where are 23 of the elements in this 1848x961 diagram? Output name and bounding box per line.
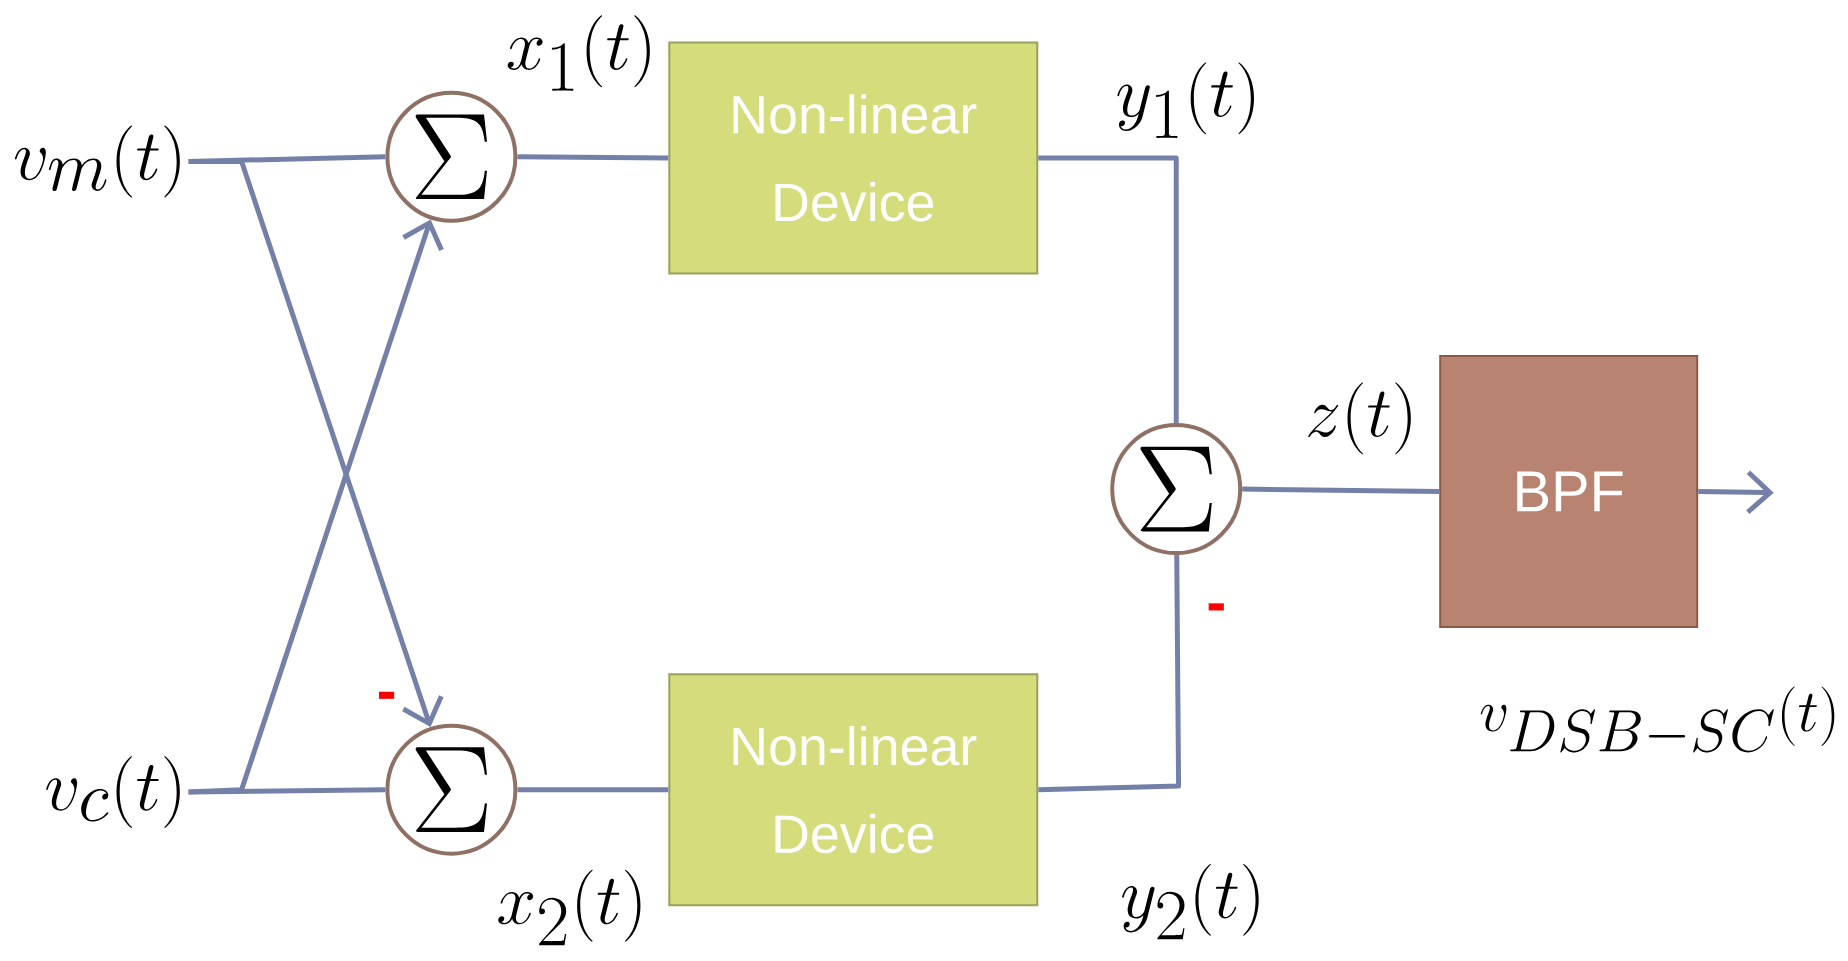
signal-label: $z(t)$ [1308, 382, 1411, 455]
signal-label: $y_2(t)$ [1122, 864, 1259, 940]
signal-label: $y_1(t)$ [1117, 62, 1254, 139]
summing-junction: $\Sigma$ [385, 91, 518, 223]
connector-line [1242, 486, 1440, 495]
summing-junction: $\Sigma$ [1110, 423, 1243, 556]
process-box: Non-linear Device [668, 41, 1039, 275]
arrow [188, 159, 444, 728]
signal-label: $v_{DSB-SC}(t)$ [1480, 686, 1835, 753]
connector-line [1038, 155, 1179, 424]
signal-label: $x_2(t)$ [498, 870, 641, 946]
signal-label: $x_1(t)$ [507, 15, 650, 91]
minus-sign: - [1208, 603, 1224, 611]
filter-box: BPF [1439, 355, 1699, 629]
connector-line [517, 787, 669, 793]
process-box: Non-linear Device [668, 673, 1039, 907]
minus-sign: - [378, 691, 395, 700]
signal-label: $v_c(t)$ [46, 756, 180, 829]
summing-junction: $\Sigma$ [385, 723, 518, 856]
signal-label: $v_m(t)$ [14, 125, 180, 198]
connector-line [517, 154, 669, 161]
connector-line [1038, 555, 1182, 793]
arrow [188, 219, 444, 795]
